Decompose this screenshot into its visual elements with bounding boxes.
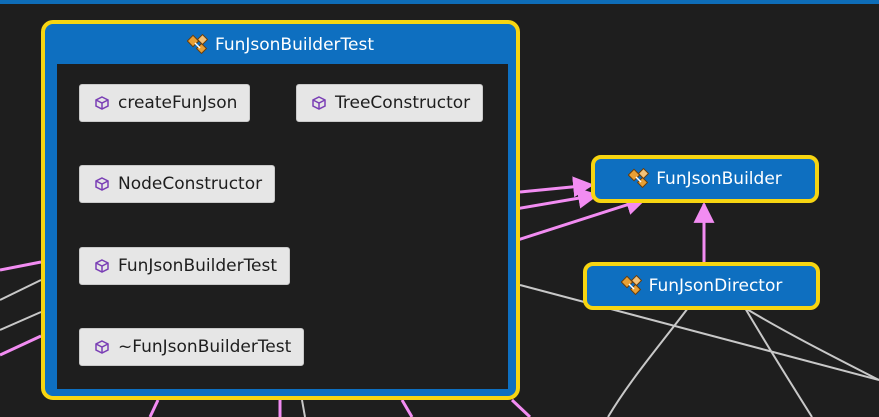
- edge-gray-5: [0, 279, 42, 301]
- member-label: createFunJson: [118, 93, 238, 113]
- class-group-funjsonbuildertest[interactable]: FunJsonBuilderTest createFunJson TreeCon…: [41, 20, 520, 400]
- method-cube-icon: [94, 258, 110, 274]
- edge-gray-3: [607, 307, 689, 417]
- member-label: FunJsonBuilderTest: [118, 256, 278, 276]
- group-body: createFunJson TreeConstructor NodeConstr…: [57, 64, 508, 389]
- top-strip: [0, 0, 879, 4]
- group-header[interactable]: FunJsonBuilderTest: [45, 30, 516, 60]
- member-label: TreeConstructor: [335, 93, 471, 113]
- class-icon: [628, 168, 650, 190]
- group-title: FunJsonBuilderTest: [214, 35, 375, 55]
- class-icon: [620, 275, 643, 297]
- class-icon: [186, 34, 209, 56]
- edge-pink-left-1: [0, 260, 42, 272]
- edge-pink-bottom-1: [148, 399, 160, 417]
- edge-gray-4: [744, 307, 813, 417]
- class-node-funjsondirector[interactable]: FunJsonDirector: [583, 262, 820, 310]
- edge-pink-group-to-builder: [519, 176, 595, 198]
- member-label: ~FunJsonBuilderTest: [118, 337, 292, 357]
- member-createfunjson[interactable]: createFunJson: [79, 84, 251, 122]
- edge-gray-1: [519, 284, 879, 381]
- edge-gray-7: [301, 399, 306, 417]
- method-cube-icon: [94, 176, 110, 192]
- member-treeconstructor[interactable]: TreeConstructor: [296, 84, 484, 122]
- edge-pink-left-2: [0, 334, 42, 357]
- member-nodeconstructor[interactable]: NodeConstructor: [79, 165, 276, 203]
- member-label: NodeConstructor: [118, 174, 263, 194]
- node-label: FunJsonDirector: [648, 276, 783, 296]
- node-label: FunJsonBuilder: [656, 169, 782, 189]
- edge-gray-6: [0, 311, 42, 331]
- class-node-funjsonbuilder[interactable]: FunJsonBuilder: [591, 155, 819, 203]
- edge-gray-2: [744, 307, 879, 381]
- member-funjsonbuildertest-dtor[interactable]: ~FunJsonBuilderTest: [79, 328, 305, 366]
- method-cube-icon: [94, 95, 110, 111]
- edge-pink-bottom-4: [510, 398, 532, 417]
- member-funjsonbuildertest-ctor[interactable]: FunJsonBuilderTest: [79, 247, 291, 285]
- method-cube-icon: [311, 95, 327, 111]
- method-cube-icon: [94, 339, 110, 355]
- edge-pink-bottom-3: [400, 399, 414, 417]
